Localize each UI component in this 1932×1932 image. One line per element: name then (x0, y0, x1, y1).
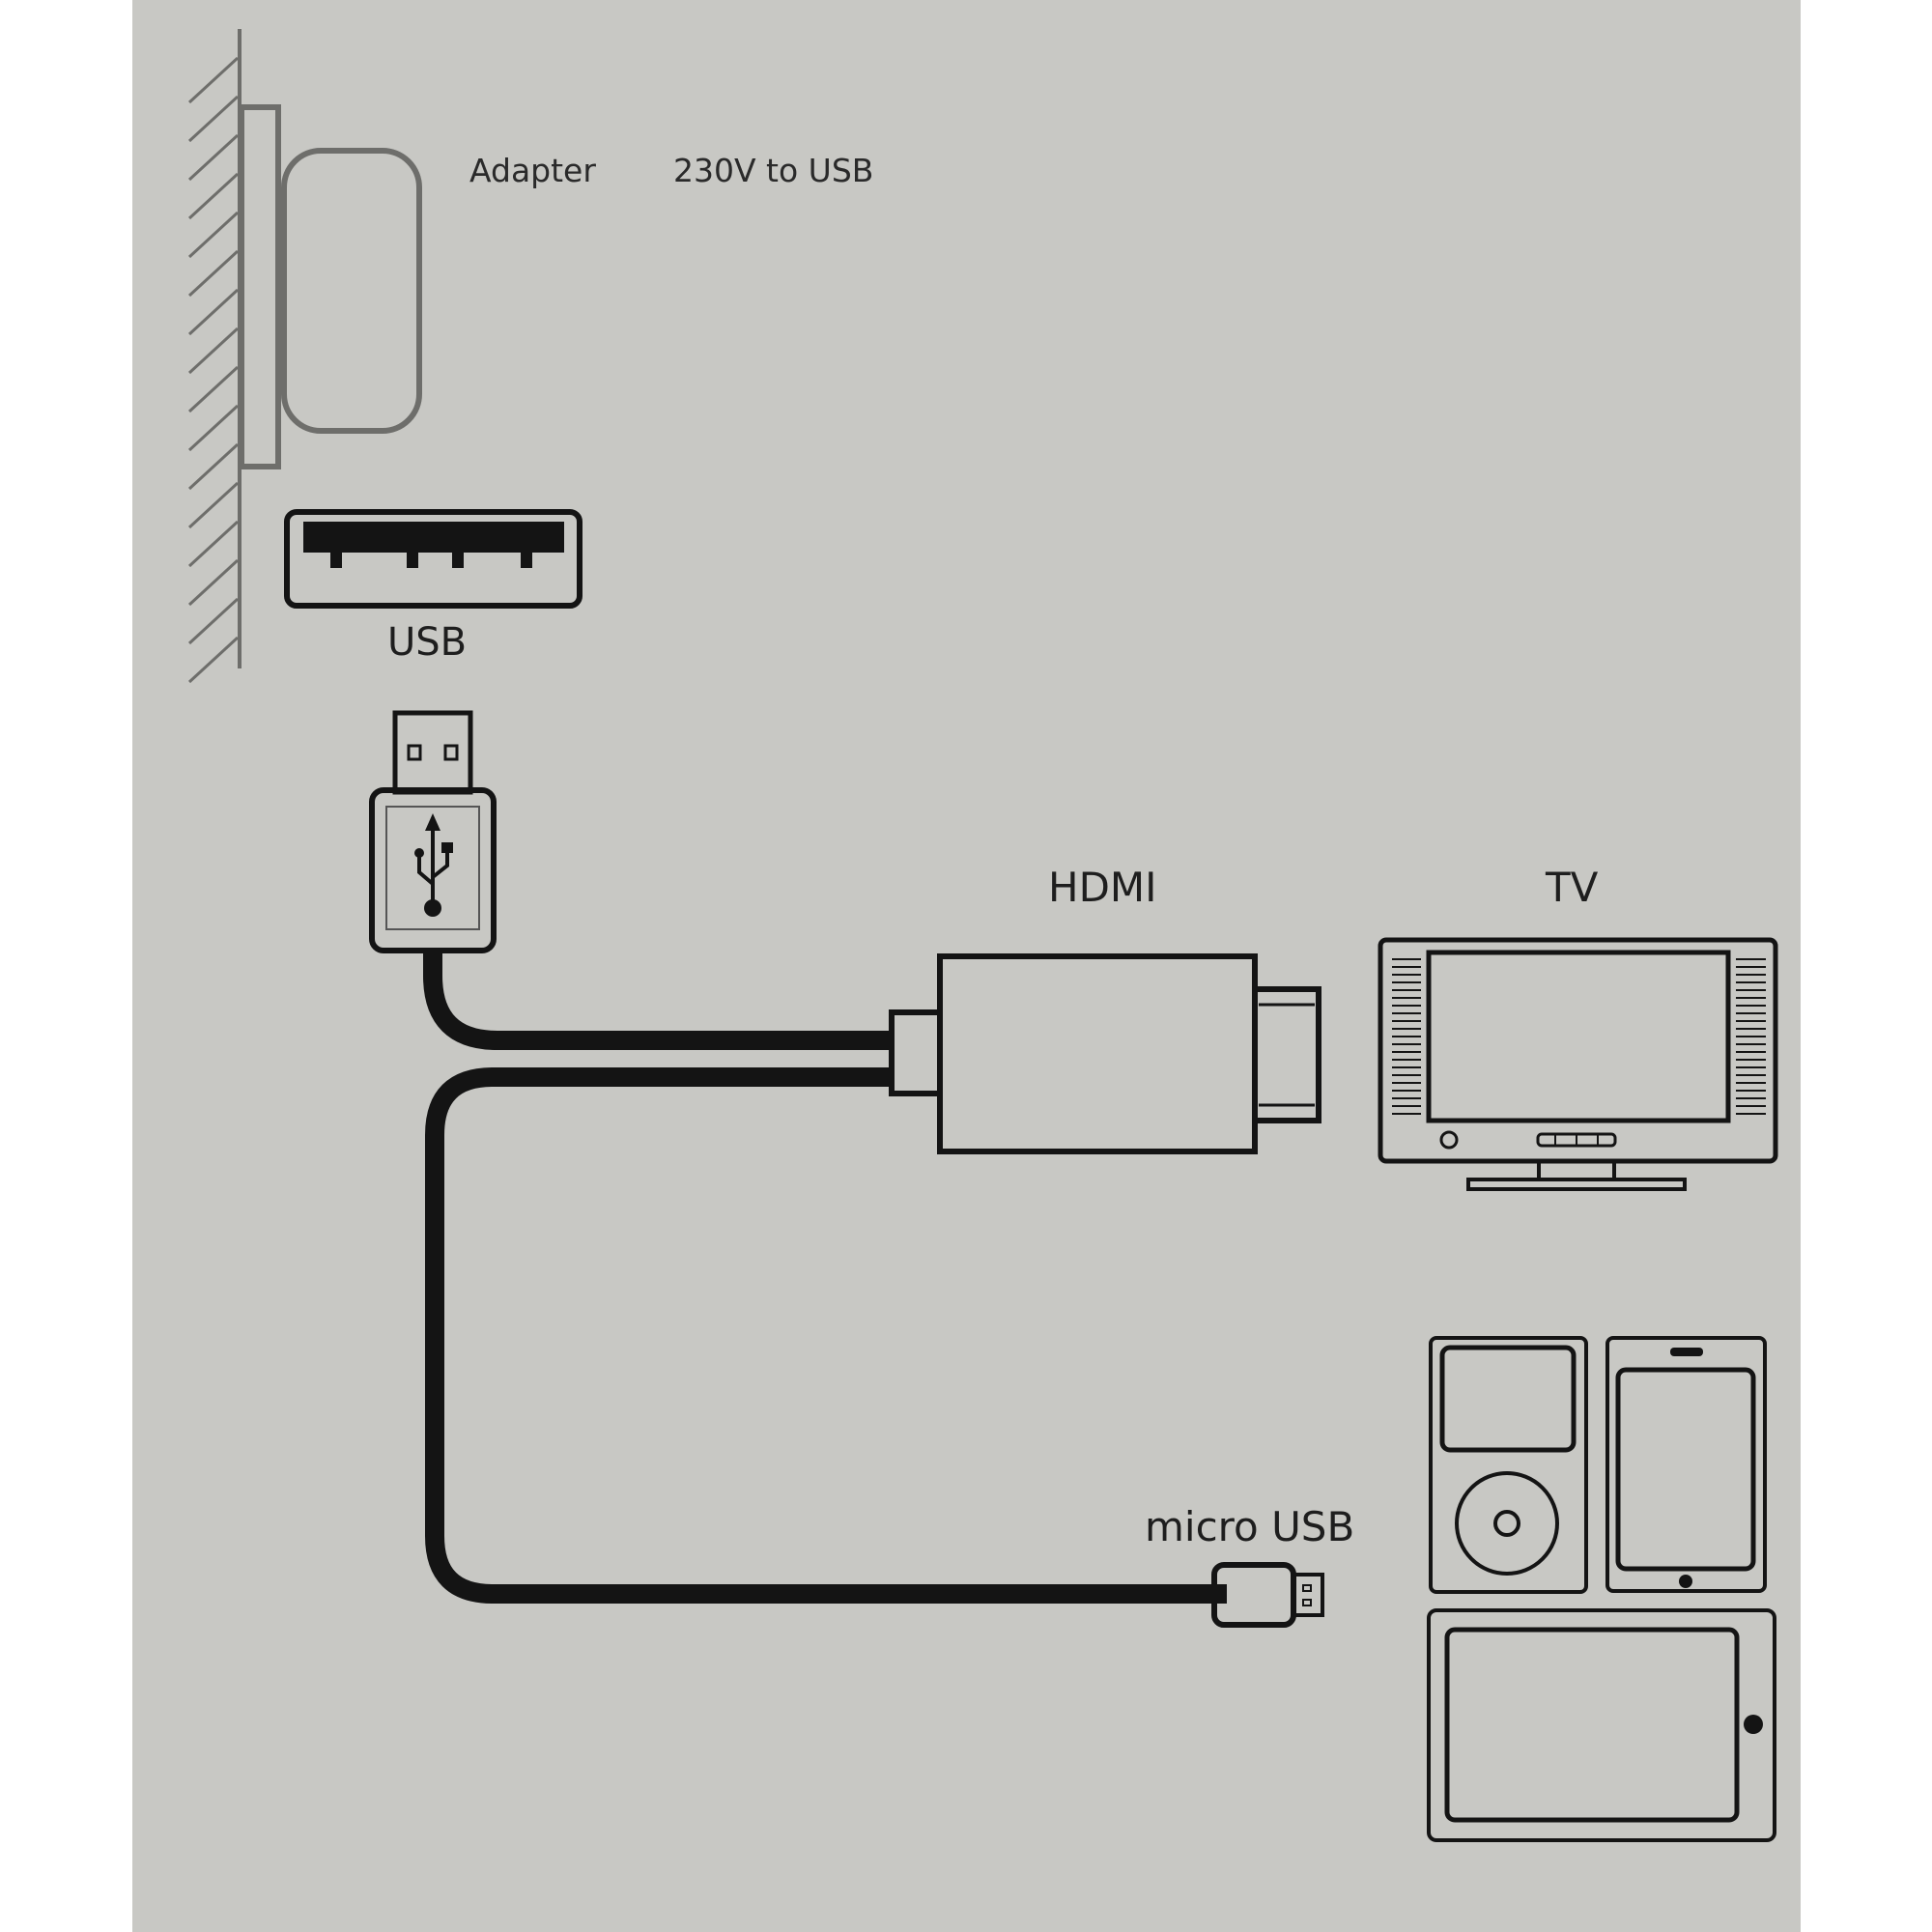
hatch-stroke (187, 520, 240, 568)
hatch-stroke (187, 365, 240, 413)
micro-usb-connector-icon (1211, 1562, 1324, 1628)
micro-usb-label: micro USB (1145, 1503, 1355, 1550)
hatch-stroke (187, 481, 240, 529)
usb-symbol-icon (414, 813, 453, 917)
hatch-stroke (187, 404, 240, 452)
tv-label: TV (1546, 864, 1599, 911)
hatch-stroke (187, 442, 240, 491)
wall-icon (187, 29, 242, 684)
hatch-stroke (187, 172, 240, 220)
usb-port-icon (284, 509, 582, 609)
adapter-spec-label: 230V to USB (673, 152, 874, 189)
hatch-stroke (187, 597, 240, 645)
hdmi-connector-icon (889, 953, 1321, 1154)
hatch-stroke (187, 288, 240, 336)
hatch-stroke (187, 249, 240, 298)
tablet-icon (1427, 1608, 1776, 1842)
smartphone-icon (1605, 1336, 1767, 1593)
tv-icon (1378, 937, 1778, 1191)
hatch-stroke (187, 56, 240, 104)
hatch-stroke (187, 133, 240, 182)
hatch-stroke (187, 95, 240, 143)
hatch-stroke (187, 558, 240, 607)
hatch-stroke (187, 636, 240, 684)
hatch-stroke (187, 211, 240, 259)
wall-adapter-icon (239, 104, 422, 469)
adapter-label: Adapter (469, 152, 596, 189)
mp3-player-icon (1429, 1336, 1588, 1594)
cable-lines (423, 951, 1227, 1604)
usb-label: USB (387, 620, 468, 665)
hatch-stroke (187, 327, 240, 375)
hdmi-label: HDMI (1048, 864, 1157, 911)
